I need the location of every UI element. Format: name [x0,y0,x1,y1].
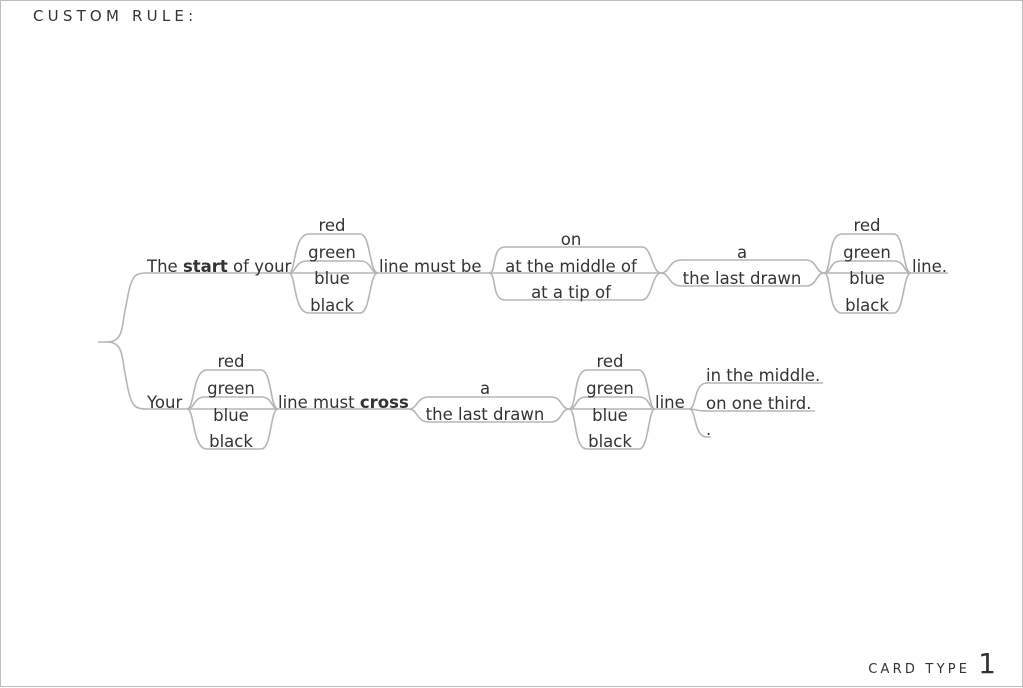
rule1-color-a-black: black [310,296,354,315]
rule2-color-a-blue: blue [213,406,249,425]
rule2-color-b-blue: blue [592,406,628,425]
rule2-color-a-black: black [209,432,253,451]
rule1-color-a-red: red [318,216,345,235]
rule1-position-middle: at the middle of [505,257,638,276]
rule2-ending-middle: in the middle. [706,366,820,385]
rule1-article-last: the last drawn [683,269,802,288]
rule2-color-b-red: red [596,352,623,371]
card-type-number: 1 [978,647,996,680]
rule2-color-a-green: green [207,379,255,398]
card-header: CUSTOM RULE: [33,7,198,25]
rule2-article-a: a [480,379,490,398]
rule2-article-last: the last drawn [426,405,545,424]
rule1-color-a-blue: blue [314,269,350,288]
rule2-color-b-black: black [588,432,632,451]
rule1-article-a: a [737,243,747,262]
rule1-color-b-black: black [845,296,889,315]
card-footer: CARD TYPE 1 [868,650,996,678]
card-type-label: CARD TYPE [868,662,971,677]
rule1-position-tip: at a tip of [531,283,612,302]
rule1-color-b-blue: blue [849,269,885,288]
rule1-color-b-green: green [843,243,891,262]
rule1-position-on: on [561,230,582,249]
rule2-color-a-red: red [217,352,244,371]
rule2-verb: line must cross [278,393,409,412]
rule2-intro: Your [146,393,182,412]
rule1-verb: line must be [379,257,482,276]
rule1-ending: line. [912,257,947,276]
rule1-intro: The start of your [146,257,292,276]
connector-lines [98,233,948,450]
rule2-ending-third: on one third. [706,394,811,413]
rule1-color-a-green: green [308,243,356,262]
rule-1: The start of your red green blue black l… [146,216,947,315]
rule2-ending-period: . [706,420,711,439]
rule2-noun: line [655,393,685,412]
rule1-color-b-red: red [853,216,880,235]
rule2-color-b-green: green [586,379,634,398]
rule-2: Your red green blue black line must cros… [146,352,820,451]
